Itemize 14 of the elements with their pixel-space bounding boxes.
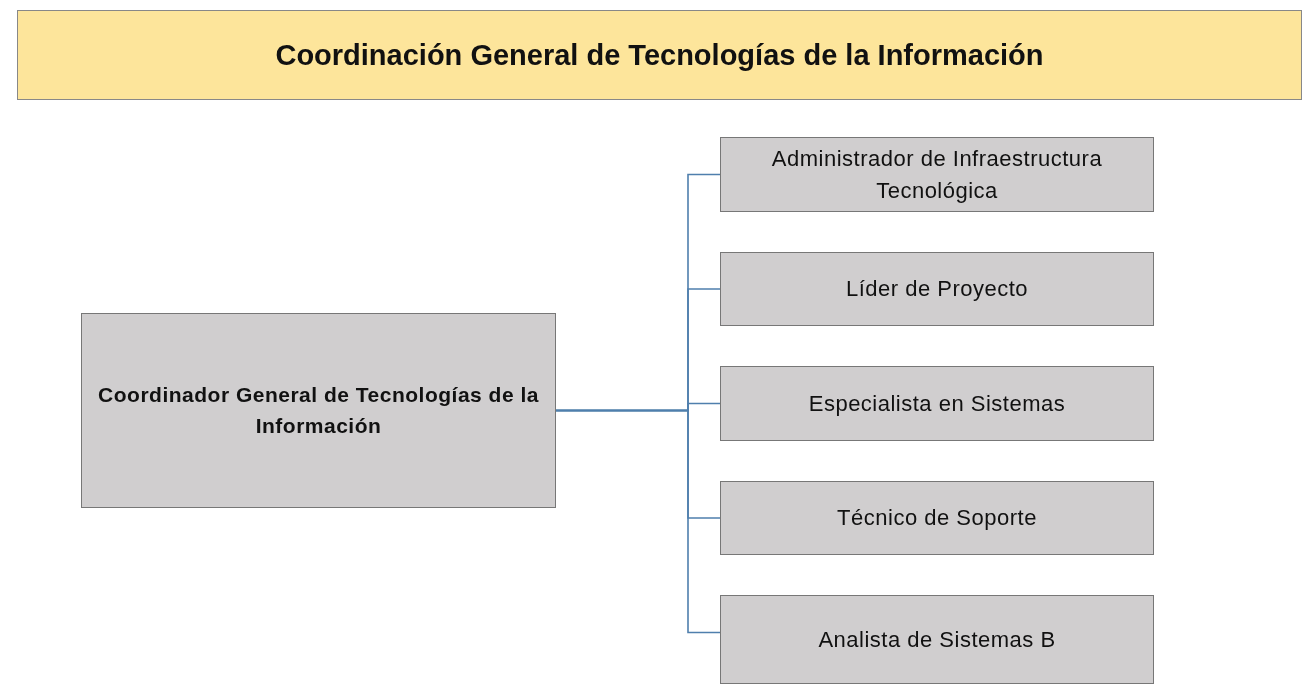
title-text: Coordinación General de Tecnologías de la Información [275,38,1044,72]
position-box [720,481,1154,555]
position-title: Administrador de Infraestructura Tecnológica [770,144,1104,205]
position-title: Técnico de Soporte [837,504,1037,533]
position-title: Analista de Sistemas B [818,625,1056,654]
position-box [720,366,1154,441]
position-title: Coordinador General de Tecnologías de la Información [97,382,540,439]
coordinator-box [81,313,556,508]
position-title: Líder de Proyecto [845,275,1029,304]
position-title: Especialista en Sistemas [808,389,1066,418]
position-box [720,137,1154,212]
connector-line [555,409,721,634]
position-box [720,252,1154,326]
position-box [720,595,1154,684]
